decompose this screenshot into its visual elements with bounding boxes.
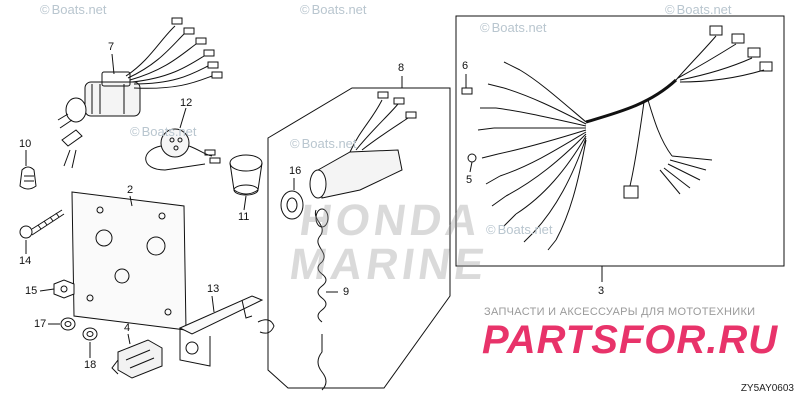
watermark: ©Boats.net (130, 124, 197, 139)
leader-lines (25, 53, 603, 358)
part-buzzer-12 (145, 128, 221, 171)
callout-13: 13 (207, 283, 220, 295)
part-bracket-13 (178, 295, 275, 367)
diagram-code: ZY5AY0603 (740, 383, 794, 394)
group-frame-3 (455, 15, 785, 267)
watermark: ©Boats.net (480, 20, 547, 35)
part-screw-14 (19, 209, 65, 239)
callout-8: 8 (398, 62, 405, 74)
part-connector-4 (111, 339, 163, 379)
callout-5: 5 (466, 174, 473, 186)
shop-logo-text: PARTSFOR.RU (482, 318, 779, 362)
group-frame-8 (267, 87, 451, 389)
watermark: ©Boats.net (290, 136, 357, 151)
watermark: ©Boats.net (40, 2, 107, 17)
brand-watermark-line1: HONDA (296, 196, 485, 245)
part-nut-15 (53, 279, 75, 299)
part-nut-16 (280, 190, 304, 220)
callout-12: 12 (180, 97, 193, 109)
watermark: ©Boats.net (486, 222, 553, 237)
callout-18: 18 (84, 359, 97, 371)
callout-6: 6 (462, 60, 469, 72)
callout-14: 14 (19, 255, 32, 267)
part-clip-10 (19, 166, 37, 190)
part-washer-18 (82, 327, 98, 341)
callout-7: 7 (108, 41, 115, 53)
watermark: ©Boats.net (665, 2, 732, 17)
brand-watermark-line2: MARINE (286, 240, 492, 289)
shop-tagline: ЗАПЧАСТИ И АКСЕССУАРЫ ДЛЯ МОТОТЕХНИКИ (484, 306, 756, 318)
part-ignition-switch-7 (57, 17, 223, 169)
part-collar-11 (229, 154, 263, 196)
callout-17: 17 (34, 318, 47, 330)
part-panel-2 (71, 191, 187, 331)
callout-2: 2 (127, 184, 134, 196)
callout-9: 9 (343, 286, 350, 298)
callout-11: 11 (238, 211, 250, 223)
callout-10: 10 (19, 138, 32, 150)
part-stop-switch (309, 91, 417, 199)
part-wire-harness-3 (461, 25, 773, 251)
callout-4: 4 (124, 322, 131, 334)
callout-3: 3 (598, 285, 605, 297)
part-washer-17 (60, 317, 76, 331)
part-lanyard-9 (314, 208, 329, 391)
callout-16: 16 (289, 165, 302, 177)
callout-15: 15 (25, 285, 38, 297)
watermark: ©Boats.net (300, 2, 367, 17)
